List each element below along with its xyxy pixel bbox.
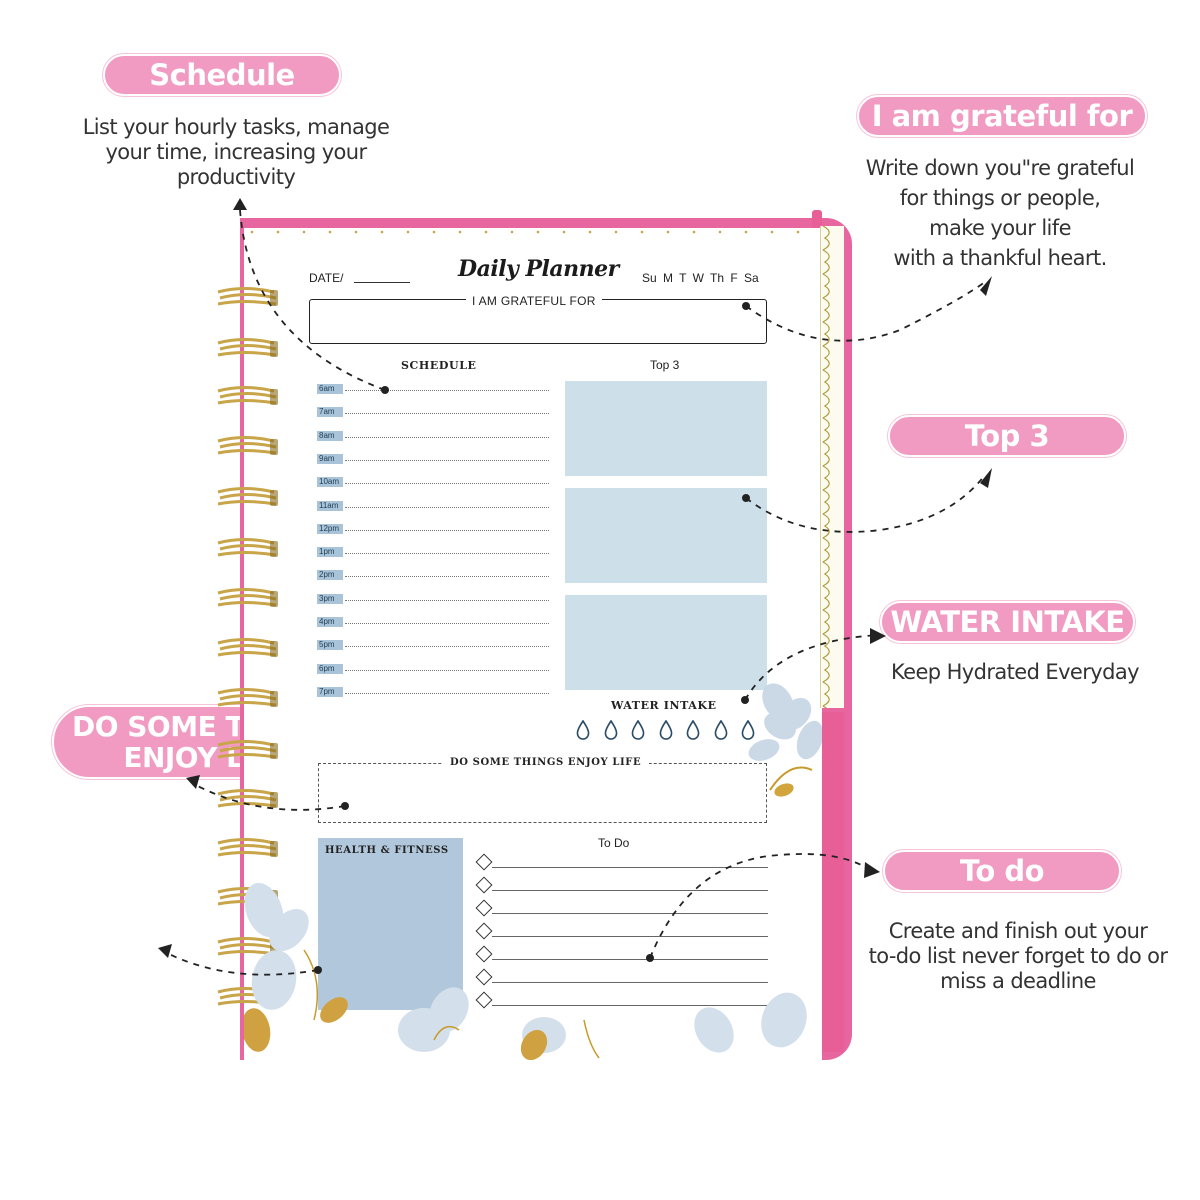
spiral-ring bbox=[214, 740, 280, 762]
water-callout-desc: Keep Hydrated Everyday bbox=[891, 660, 1139, 684]
spiral-ring bbox=[214, 287, 280, 309]
schedule-line[interactable] bbox=[345, 623, 549, 624]
water-drop-icon[interactable] bbox=[631, 719, 645, 740]
spiral-ring bbox=[214, 987, 280, 1009]
top3-callout-pill: Top 3 bbox=[888, 415, 1126, 457]
elastic-band bbox=[822, 712, 844, 1052]
grateful-label: I AM GRATEFUL FOR bbox=[466, 294, 602, 308]
schedule-line[interactable] bbox=[345, 576, 549, 578]
date-label: DATE/ bbox=[309, 271, 344, 285]
schedule-label: SCHEDULE bbox=[401, 359, 477, 372]
spiral-ring bbox=[214, 688, 280, 710]
date-line[interactable] bbox=[354, 282, 410, 283]
spiral-ring bbox=[214, 338, 280, 360]
top3-box-1[interactable] bbox=[565, 381, 767, 476]
enjoy-life-field[interactable] bbox=[318, 763, 767, 823]
schedule-line[interactable] bbox=[345, 553, 549, 555]
water-drop-icon[interactable] bbox=[686, 719, 700, 740]
schedule-line[interactable] bbox=[345, 459, 549, 461]
schedule-line[interactable] bbox=[345, 599, 549, 601]
water-callout-pill: WATER INTAKE bbox=[880, 601, 1135, 643]
hour-tag: 11am bbox=[317, 500, 343, 511]
todo-line[interactable] bbox=[492, 982, 768, 983]
todo-label: To Do bbox=[598, 836, 630, 850]
spiral-ring bbox=[214, 386, 280, 408]
page-edge-dots bbox=[250, 230, 800, 234]
spiral-ring bbox=[214, 887, 280, 909]
spiral-ring bbox=[214, 588, 280, 610]
todo-line[interactable] bbox=[492, 1005, 768, 1006]
water-drop-icon[interactable] bbox=[741, 719, 755, 740]
hour-tag: 7pm bbox=[317, 686, 343, 697]
top3-box-2[interactable] bbox=[565, 488, 767, 583]
hour-tag: 8am bbox=[317, 430, 343, 441]
hour-tag: 7am bbox=[317, 407, 343, 418]
hour-tag: 5pm bbox=[317, 640, 343, 651]
schedule-line[interactable] bbox=[345, 506, 549, 508]
spiral-ring bbox=[214, 436, 280, 458]
schedule-callout-desc: List your hourly tasks, manage your time… bbox=[82, 115, 390, 189]
spiral-ring bbox=[214, 838, 280, 860]
schedule-callout-pill: Schedule bbox=[103, 54, 341, 96]
hour-tag: 9am bbox=[317, 453, 343, 464]
schedule-line[interactable] bbox=[345, 483, 549, 485]
schedule-line[interactable] bbox=[345, 436, 549, 438]
schedule-line[interactable] bbox=[345, 692, 549, 694]
water-drop-icon[interactable] bbox=[604, 719, 618, 740]
todo-line[interactable] bbox=[492, 936, 768, 937]
enjoy-life-label: DO SOME THINGS ENJOY LIFE bbox=[442, 757, 650, 768]
water-drop-icon[interactable] bbox=[714, 719, 728, 740]
hour-tag: 12pm bbox=[317, 523, 343, 534]
hour-tag: 2pm bbox=[317, 570, 343, 581]
hour-tag: 6am bbox=[317, 384, 343, 394]
planner-title: Daily Planner bbox=[458, 256, 619, 282]
todo-line[interactable] bbox=[492, 890, 768, 891]
todo-line[interactable] bbox=[492, 913, 768, 914]
schedule-line[interactable] bbox=[345, 669, 549, 671]
spiral-ring bbox=[214, 487, 280, 509]
todo-line[interactable] bbox=[492, 959, 768, 960]
water-intake-label: WATER INTAKE bbox=[611, 699, 717, 712]
water-drop-icon[interactable] bbox=[659, 719, 673, 740]
spiral-ring bbox=[214, 789, 280, 811]
hour-tag: 4pm bbox=[317, 617, 343, 627]
spiral-ring bbox=[214, 538, 280, 560]
top3-box-3[interactable] bbox=[565, 595, 767, 690]
todo-callout-pill: To do bbox=[883, 850, 1121, 892]
top3-label: Top 3 bbox=[650, 358, 680, 372]
todo-callout-desc: Create and finish out your to-do list ne… bbox=[868, 919, 1168, 993]
health-fitness-field[interactable] bbox=[318, 838, 463, 1010]
hour-tag: 6pm bbox=[317, 663, 343, 674]
grateful-callout-pill: I am grateful for bbox=[857, 95, 1147, 137]
spiral-ring bbox=[214, 638, 280, 660]
schedule-line[interactable] bbox=[345, 646, 549, 648]
hour-tag: 10am bbox=[317, 477, 343, 488]
schedule-line[interactable] bbox=[345, 390, 549, 391]
todo-line[interactable] bbox=[492, 867, 768, 868]
page-edge-pattern bbox=[820, 225, 844, 731]
health-fitness-label: HEALTH & FITNESS bbox=[325, 845, 449, 856]
water-drop-icon[interactable] bbox=[576, 719, 590, 740]
schedule-line[interactable] bbox=[345, 413, 549, 415]
hour-tag: 1pm bbox=[317, 547, 343, 558]
spiral-ring bbox=[214, 937, 280, 959]
elastic-band-top bbox=[812, 210, 822, 230]
grateful-callout-desc: Write down you"re grateful for things or… bbox=[865, 156, 1135, 270]
schedule-line[interactable] bbox=[345, 529, 549, 531]
weekday-row[interactable]: Su M T W Th F Sa bbox=[642, 271, 759, 285]
hour-tag: 3pm bbox=[317, 593, 343, 604]
